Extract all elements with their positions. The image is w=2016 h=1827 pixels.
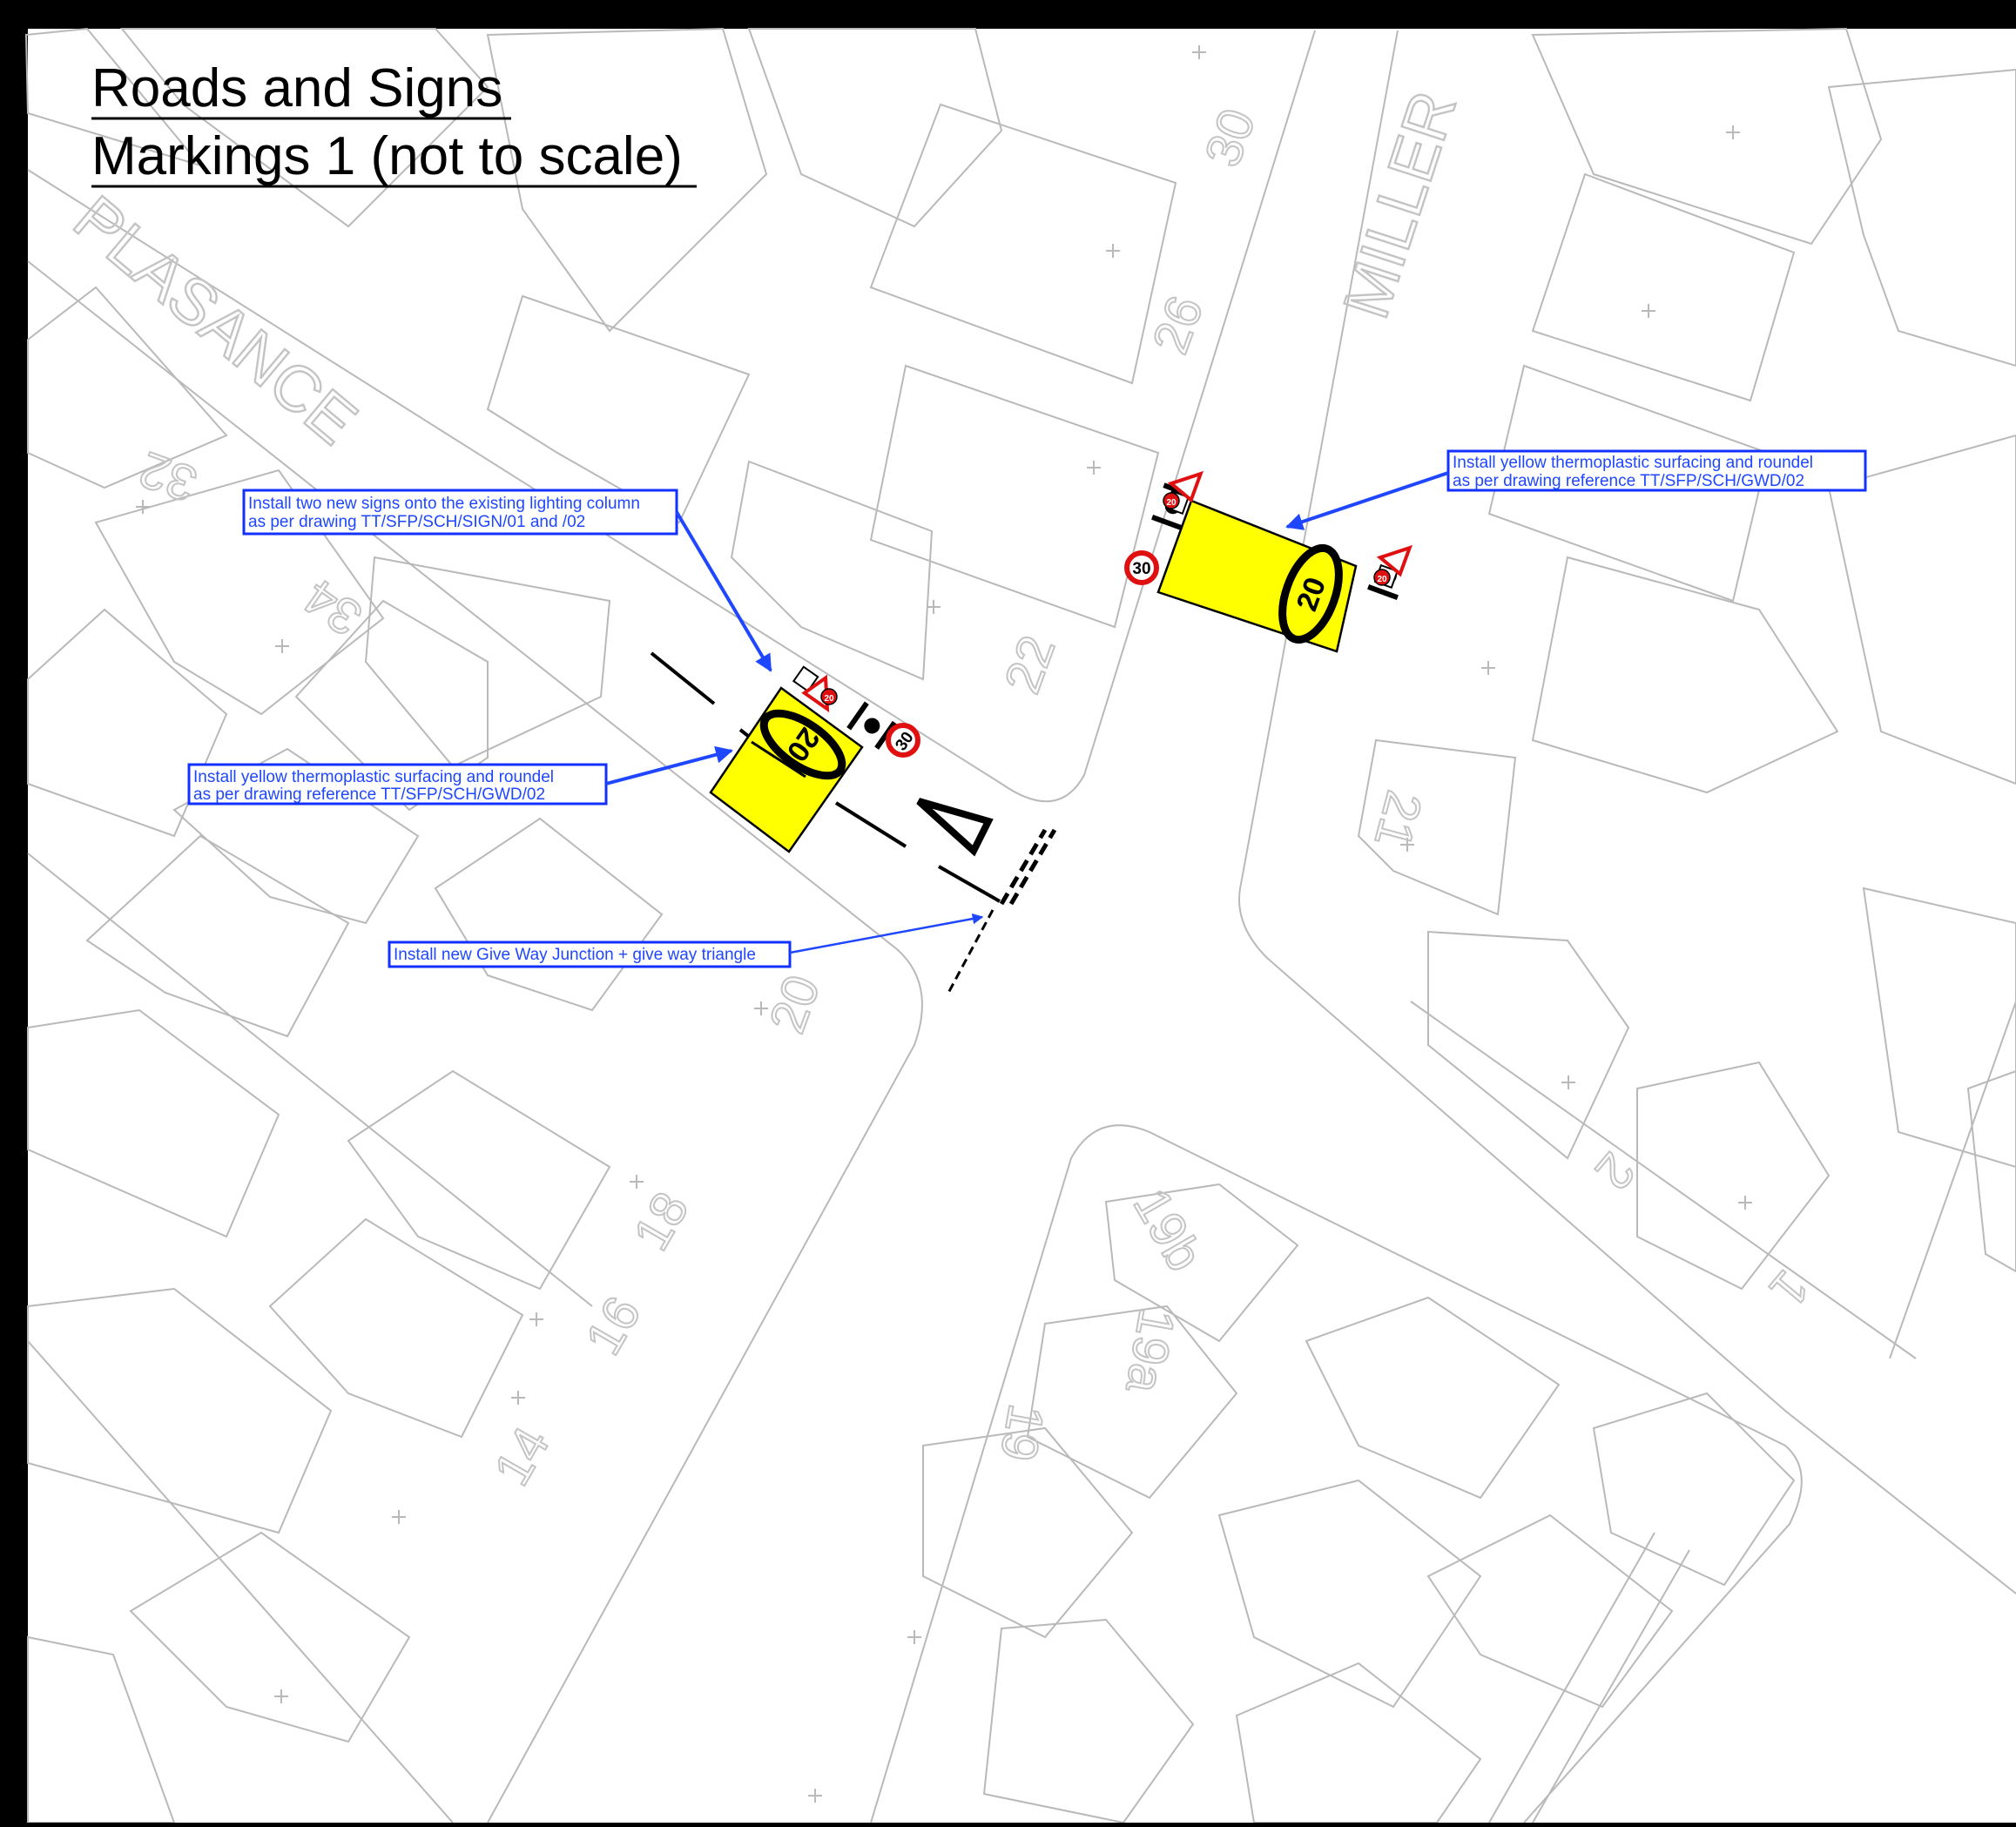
small-sign-east-2-value: 20	[1377, 575, 1387, 584]
annotation-surfacing-right-line2: as per drawing reference TT/SFP/SCH/GWD/…	[1453, 472, 1804, 490]
annotation-signs-column[interactable]: Install two new signs onto the existing …	[242, 489, 772, 672]
speed-limit-east-value: 30	[1132, 560, 1150, 578]
roundel-east	[1278, 543, 1343, 644]
kerb-north-west	[27, 30, 1316, 803]
annotation-surfacing-right[interactable]: Install yellow thermoplastic surfacing a…	[1285, 449, 1867, 530]
title-block: Roads and Signs Markings 1 (not to scale…	[91, 58, 697, 188]
title-line-2: Markings 1 (not to scale)	[91, 126, 683, 186]
annotation-signs-column-line1: Install two new signs onto the existing …	[248, 495, 640, 513]
annotation-give-way[interactable]: Install new Give Way Junction + give way…	[388, 913, 984, 968]
kerb-south-block	[870, 1124, 1803, 1824]
small-sign-west-value: 20	[824, 694, 834, 704]
annotation-surfacing-left[interactable]: Install yellow thermoplastic surfacing a…	[187, 745, 733, 806]
kerb-south-west	[27, 260, 923, 1824]
small-sign-east-value: 20	[1166, 498, 1177, 508]
annotation-surfacing-right-line1: Install yellow thermoplastic surfacing a…	[1453, 454, 1813, 472]
annotation-surfacing-left-line1: Install yellow thermoplastic surfacing a…	[193, 768, 554, 786]
title-line-1: Roads and Signs	[91, 58, 502, 118]
roundel-west	[759, 709, 846, 780]
house-number-19: 19	[989, 1400, 1055, 1466]
give-way-triangle	[916, 798, 994, 857]
annotation-give-way-line1: Install new Give Way Junction + give way…	[394, 946, 756, 964]
yellow-surfacing-east: 20	[1156, 499, 1358, 653]
kerb-east	[1238, 30, 2016, 1594]
drawing-area	[28, 29, 2016, 1823]
signs-east: 30 20 20	[1124, 470, 1413, 600]
annotation-signs-column-line2: as per drawing TT/SFP/SCH/SIGN/01 and /0…	[248, 513, 585, 531]
yellow-surfacing-west: 20	[709, 686, 864, 853]
speed-limit-sign-west	[886, 723, 920, 758]
speed-limit-sign-east	[1124, 550, 1159, 585]
annotation-surfacing-left-line2: as per drawing reference TT/SFP/SCH/GWD/…	[193, 785, 545, 804]
signs-west: 20 30	[792, 665, 920, 758]
